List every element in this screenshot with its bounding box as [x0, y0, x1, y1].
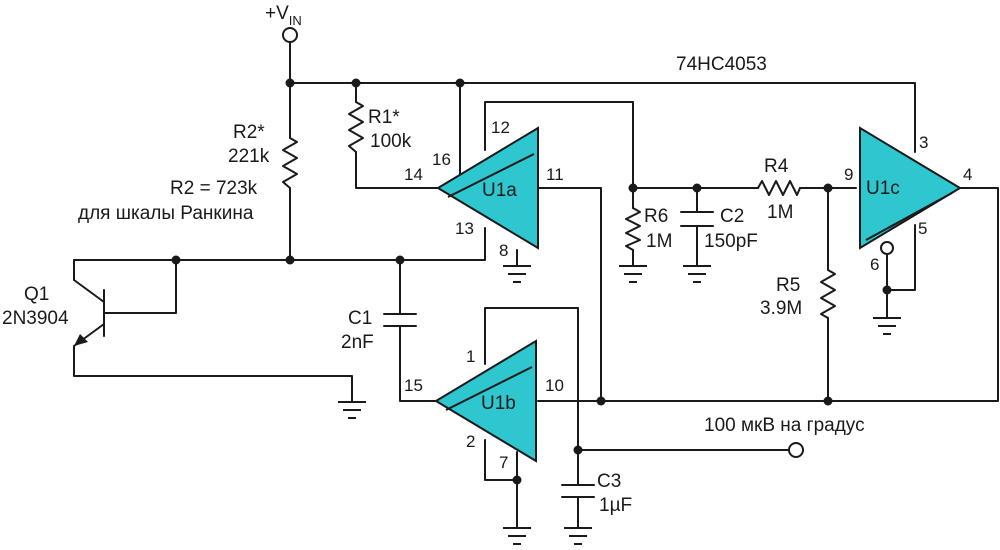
pin-label: 9: [844, 165, 853, 184]
c2-name: C2: [720, 206, 744, 227]
capacitor-c2: [680, 211, 714, 227]
pin-label: 15: [404, 376, 423, 395]
u1a-name: U1a: [482, 180, 517, 201]
r2-value: 221k: [228, 146, 270, 167]
pin-label: 11: [546, 165, 564, 184]
junction-dots: [171, 78, 892, 485]
capacitor-c1: [383, 313, 417, 327]
resistor-r4: [757, 180, 801, 196]
output-label: 100 мкВ на градус: [704, 415, 865, 436]
c2-value: 150pF: [704, 231, 758, 252]
r2-name: R2*: [233, 122, 265, 143]
pin-label: 8: [499, 241, 508, 260]
resistor-r6: [625, 207, 641, 251]
pin-label: 12: [491, 118, 510, 137]
ground-icon: [503, 249, 531, 283]
q1-part: 2N3904: [2, 308, 69, 329]
r2-note-1: R2 = 723k: [170, 178, 258, 199]
wires: [73, 41, 999, 529]
r6-value: 1M: [646, 231, 672, 252]
ground-icon: [564, 527, 592, 545]
output-terminal-icon: [788, 442, 804, 458]
r6-name: R6: [644, 206, 668, 227]
r5-name: R5: [776, 275, 800, 296]
pin-label: 10: [545, 376, 564, 395]
labels: +VIN 74HC4053 R2* 221k R2 = 723k для шка…: [2, 3, 972, 516]
pin-label: 14: [404, 165, 423, 184]
r1-value: 100k: [370, 131, 412, 152]
switch-u1b: [434, 339, 537, 463]
u1c-name: U1c: [866, 178, 900, 199]
switch-u1a: [436, 126, 539, 250]
pin-label: 2: [466, 432, 475, 451]
resistor-r1: [348, 101, 364, 153]
capacitor-c3: [561, 484, 595, 498]
r1-name: R1*: [368, 107, 400, 128]
ground-icon: [683, 265, 711, 283]
pin-label: 13: [455, 219, 474, 238]
r4-name: R4: [764, 156, 789, 177]
supply-label: +VIN: [265, 3, 302, 28]
u1b-name: U1b: [481, 393, 516, 414]
pin-label: 7: [499, 453, 508, 472]
supply-terminal-icon: [282, 27, 298, 43]
c1-value: 2nF: [341, 332, 374, 353]
switch-u1c: [859, 126, 962, 250]
r5-value: 3.9M: [760, 298, 802, 319]
pin-label: 1: [466, 347, 475, 366]
c3-value: 1µF: [599, 495, 632, 516]
resistor-r2: [282, 137, 298, 189]
chip-part-label: 74HC4053: [676, 54, 767, 75]
resistor-r5: [820, 269, 836, 319]
ground-icon: [873, 317, 901, 335]
pin-label: 16: [432, 150, 451, 169]
ground-icon: [619, 265, 647, 283]
pin-label: 5: [918, 219, 927, 238]
r4-value: 1M: [767, 202, 793, 223]
c3-name: C3: [597, 471, 621, 492]
ground-icon: [503, 527, 531, 545]
q1-name: Q1: [24, 284, 49, 305]
ground-symbols: [338, 249, 901, 545]
pin6-bubble-icon: [880, 241, 894, 255]
transistor-q1: [73, 279, 105, 347]
pin-label: 6: [870, 255, 879, 274]
pin-label: 4: [963, 165, 972, 184]
r2-note-2: для шкалы Ранкина: [78, 203, 254, 224]
ground-icon: [338, 401, 366, 419]
pin-label: 3: [919, 133, 928, 152]
c1-name: C1: [348, 308, 372, 329]
